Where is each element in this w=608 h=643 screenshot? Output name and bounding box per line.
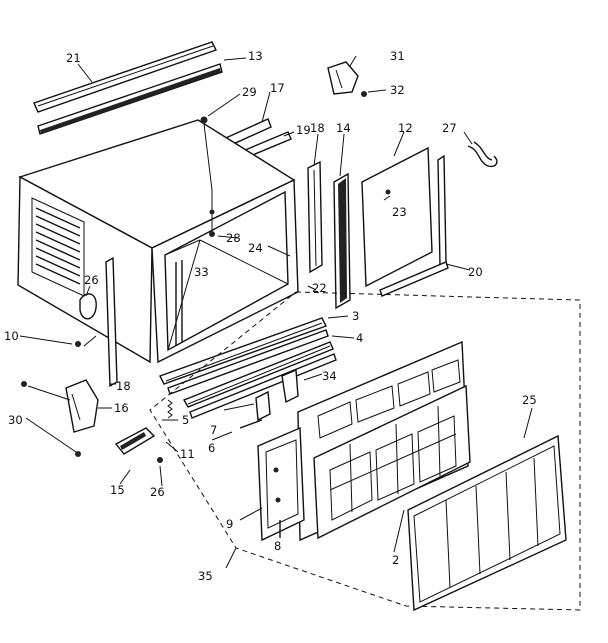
label-15: 15 bbox=[110, 483, 125, 497]
label-8: 8 bbox=[274, 539, 281, 553]
side-panel-12 bbox=[361, 146, 433, 288]
screw-10 bbox=[75, 341, 81, 347]
label-11: 11 bbox=[180, 447, 195, 461]
label-16: 16 bbox=[114, 401, 129, 415]
bracket-34 bbox=[281, 368, 299, 404]
label-34: 34 bbox=[322, 369, 337, 383]
label-25: 25 bbox=[522, 393, 537, 407]
label-6: 6 bbox=[208, 441, 215, 455]
spring-5 bbox=[167, 399, 173, 419]
bracket-7 bbox=[255, 390, 271, 422]
label-5: 5 bbox=[182, 413, 189, 427]
label-28: 28 bbox=[226, 231, 241, 245]
screw-32 bbox=[361, 91, 367, 97]
label-18-top: 18 bbox=[310, 121, 325, 135]
label-14: 14 bbox=[336, 121, 351, 135]
leader-lines bbox=[19, 55, 533, 569]
label-22: 22 bbox=[312, 281, 327, 295]
label-26-cabinet: 26 bbox=[84, 273, 99, 287]
label-9: 9 bbox=[226, 517, 233, 531]
bracket-16 bbox=[65, 379, 99, 433]
bracket-15 bbox=[114, 427, 156, 455]
label-33: 33 bbox=[194, 265, 209, 279]
label-35: 35 bbox=[198, 569, 213, 583]
label-23: 23 bbox=[392, 205, 407, 219]
label-17: 17 bbox=[270, 81, 285, 95]
louver-bars-3-4 bbox=[159, 317, 337, 419]
screw-30a bbox=[21, 381, 27, 387]
rail-13 bbox=[37, 63, 223, 135]
label-20: 20 bbox=[468, 265, 483, 279]
label-19: 19 bbox=[296, 123, 311, 137]
filter-25 bbox=[407, 434, 567, 612]
screw-26 bbox=[157, 457, 163, 463]
label-31: 31 bbox=[390, 49, 405, 63]
label-27: 27 bbox=[442, 121, 457, 135]
side-strip-18-right bbox=[307, 160, 323, 274]
screw-30b bbox=[75, 451, 81, 457]
label-10: 10 bbox=[4, 329, 19, 343]
label-4: 4 bbox=[356, 331, 363, 345]
seal-strip-14 bbox=[333, 172, 351, 310]
bracket-31 bbox=[327, 61, 359, 95]
label-18-bottom: 18 bbox=[116, 379, 131, 393]
label-7: 7 bbox=[210, 423, 217, 437]
cord-27 bbox=[467, 141, 498, 168]
door-9 bbox=[257, 426, 305, 542]
label-12: 12 bbox=[398, 121, 413, 135]
rod-6 bbox=[239, 419, 263, 429]
screw-29 bbox=[200, 116, 213, 191]
label-24: 24 bbox=[248, 241, 263, 255]
front-panel-2 bbox=[297, 340, 471, 542]
label-13: 13 bbox=[248, 49, 263, 63]
label-29: 29 bbox=[242, 85, 257, 99]
label-30: 30 bbox=[8, 413, 23, 427]
front-assembly-boundary bbox=[149, 291, 581, 611]
side-strip-18-left bbox=[105, 256, 118, 388]
label-21: 21 bbox=[66, 51, 81, 65]
rail-21 bbox=[33, 41, 217, 113]
label-26-bottom: 26 bbox=[150, 485, 165, 499]
part-labels: 21 13 29 17 19 18 14 12 27 31 32 23 20 2… bbox=[4, 49, 537, 583]
label-2: 2 bbox=[392, 553, 399, 567]
label-32: 32 bbox=[390, 83, 405, 97]
label-3: 3 bbox=[352, 309, 359, 323]
